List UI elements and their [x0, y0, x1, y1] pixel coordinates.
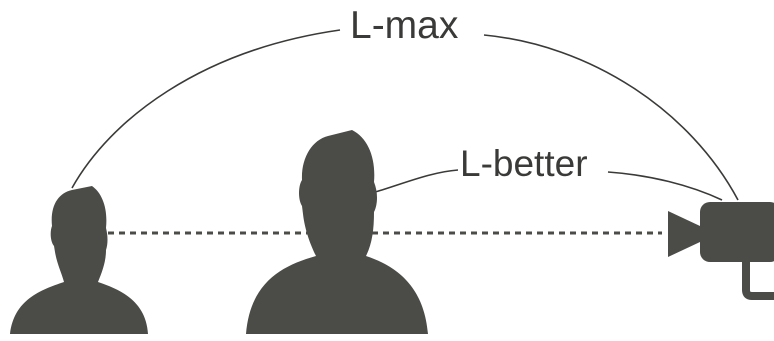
l-max-arc	[71, 29, 739, 201]
l-better-line	[371, 169, 723, 201]
l-max-label: L-max	[346, 6, 463, 45]
far-person-silhouette-icon	[10, 186, 148, 334]
near-person-silhouette-icon	[246, 130, 428, 334]
l-better-label: L-better	[458, 143, 590, 184]
video-camera-icon	[668, 202, 774, 300]
